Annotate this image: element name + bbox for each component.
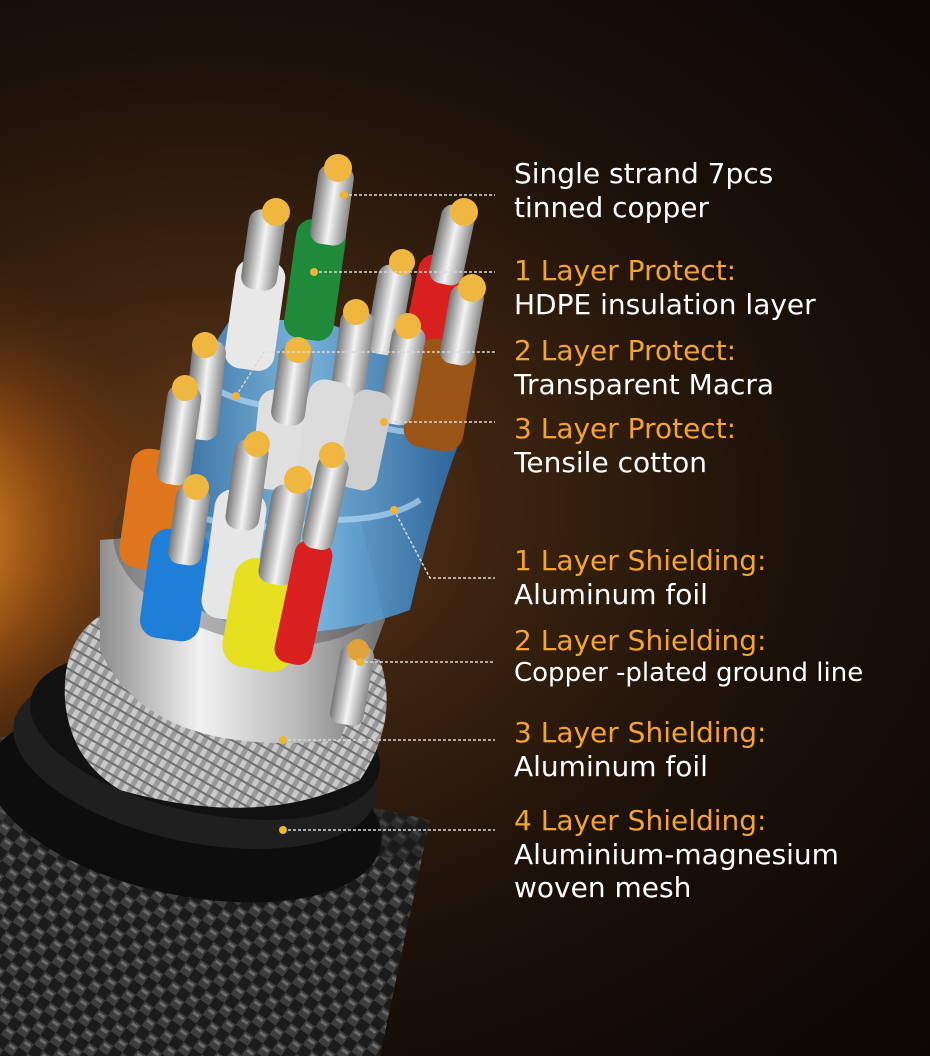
label-protect-3-desc: Tensile cotton — [514, 445, 707, 479]
label-protect-2-title: 2 Layer Protect: — [514, 334, 737, 367]
label-copper-strand-desc: tinned copper — [514, 190, 709, 224]
label-protect-2-desc: Transparent Macra — [514, 367, 775, 401]
label-shielding-4-title: 4 Layer Shielding: — [514, 804, 767, 837]
label-shielding-4-desc-2: woven mesh — [514, 871, 692, 905]
leader-line-foil-1 — [393, 509, 495, 579]
label-protect-3: 3 Layer Protect: Tensile cotton — [514, 412, 736, 479]
label-copper-strand: Single strand 7pcs tinned copper — [514, 157, 773, 224]
label-shielding-3-desc: Aluminum foil — [514, 749, 708, 783]
label-shielding-1: 1 Layer Shielding: Aluminum foil — [514, 544, 767, 611]
wire-brown — [403, 274, 486, 452]
label-protect-3-title: 3 Layer Protect: — [514, 412, 737, 445]
wire-blue — [139, 474, 211, 642]
leader-line-macra — [235, 351, 495, 397]
label-shielding-2: 2 Layer Shielding: Copper -plated ground… — [514, 624, 863, 689]
label-protect-1-desc: HDPE insulation layer — [514, 287, 816, 321]
label-copper-strand-title: Single strand 7pcs — [514, 157, 774, 190]
copper-ground-line — [329, 639, 375, 726]
inner-wires — [119, 154, 486, 672]
label-shielding-4-desc: Aluminium-magnesium — [514, 837, 839, 871]
leader-dots — [232, 191, 398, 834]
label-shielding-2-title: 2 Layer Shielding: — [514, 624, 767, 657]
label-shielding-3-title: 3 Layer Shielding: — [514, 716, 767, 749]
label-protect-1: 1 Layer Protect: HDPE insulation layer — [514, 254, 816, 321]
leader-lines — [235, 194, 495, 831]
label-shielding-1-desc: Aluminum foil — [514, 577, 708, 611]
label-protect-1-title: 1 Layer Protect: — [514, 254, 737, 287]
wire-red-front — [274, 442, 349, 665]
label-shielding-4: 4 Layer Shielding: Aluminium-magnesium w… — [514, 804, 839, 905]
label-shielding-1-title: 1 Layer Shielding: — [514, 544, 767, 577]
label-shielding-2-desc: Copper -plated ground line — [514, 657, 864, 688]
label-protect-2: 2 Layer Protect: Transparent Macra — [514, 334, 774, 401]
wire-green — [283, 154, 354, 341]
wire-white-back — [224, 198, 290, 371]
label-shielding-3: 3 Layer Shielding: Aluminum foil — [514, 716, 767, 783]
wire-white-center — [292, 379, 393, 491]
